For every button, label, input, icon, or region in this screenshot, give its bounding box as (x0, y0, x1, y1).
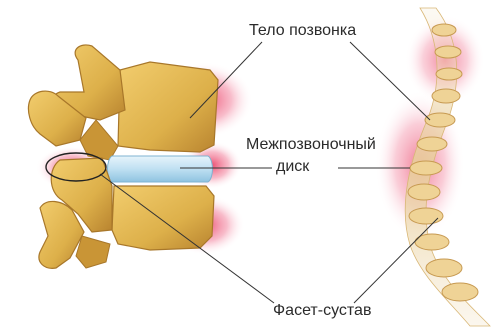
disc-label-line1: Межпозвоночный (246, 136, 376, 154)
upper-vertebra (28, 45, 218, 160)
facet-joint-label: Фасет-сустав (273, 302, 371, 320)
lower-pedicle (76, 236, 110, 268)
disc-label-line2: диск (276, 158, 309, 176)
intervertebral-disc (108, 156, 213, 182)
vertebral-body-label: Тело позвонка (249, 22, 356, 40)
lower-vertebral-body (112, 186, 214, 250)
upper-vertebral-body (118, 62, 218, 152)
